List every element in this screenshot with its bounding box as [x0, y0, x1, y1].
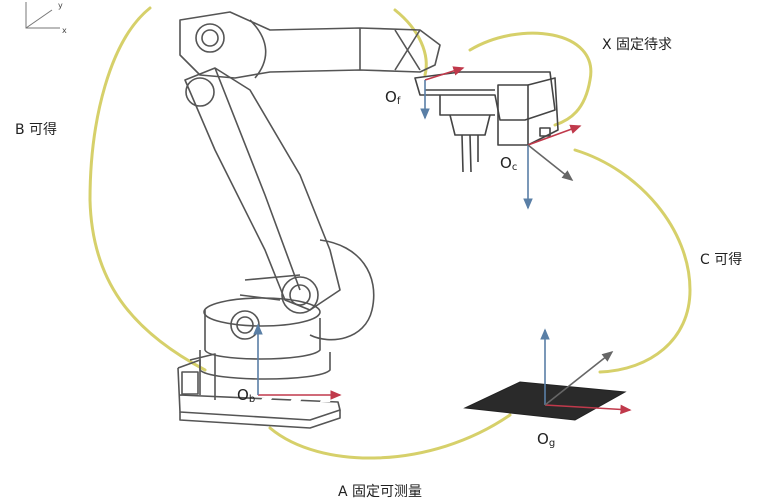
- c-relation-label: C 可得: [700, 252, 743, 268]
- camera-frame-axes: [523, 124, 582, 210]
- corner-axes: [25, 2, 60, 29]
- grid-frame-label: Og: [537, 430, 556, 449]
- x-relation-label: X 固定待求: [602, 37, 673, 53]
- a-relation-label: A 固定可测量: [338, 484, 423, 500]
- base-frame-label: Ob: [237, 386, 256, 405]
- b-relation-label: B 可得: [15, 122, 58, 138]
- base-frame-axes: [253, 323, 342, 400]
- loop-c-curve: [573, 148, 692, 374]
- robot-arm: [177, 11, 441, 429]
- camera-frame-label: Oc: [500, 154, 518, 173]
- loop-top-curve: [393, 8, 428, 77]
- grid-frame-axes: [540, 328, 632, 415]
- flange-frame-label: Of: [385, 88, 401, 107]
- transform-loop: [88, 6, 692, 460]
- flange-frame-axes: [420, 66, 465, 120]
- loop-x-curve: [468, 31, 593, 127]
- corner-y-label: y: [58, 1, 63, 10]
- gripper-camera: [414, 71, 559, 173]
- loop-b-curve: [88, 6, 207, 372]
- corner-x-label: x: [62, 26, 67, 35]
- loop-a-curve: [268, 413, 512, 460]
